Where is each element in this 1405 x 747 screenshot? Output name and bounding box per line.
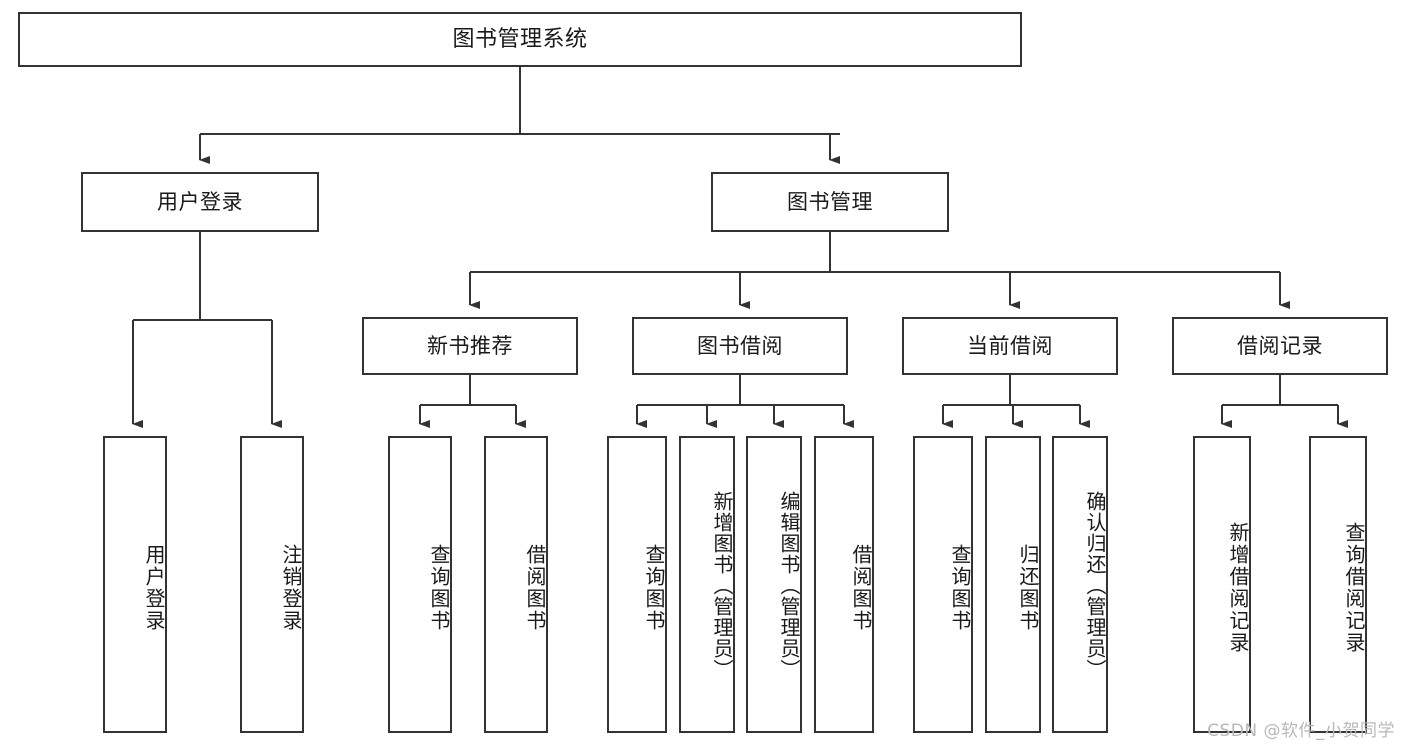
node-book-management[interactable]: 图书管理	[711, 172, 949, 232]
node-leaf-add-book-admin[interactable]: 新增图书（管理员）	[679, 436, 735, 733]
node-user-login[interactable]: 用户登录	[81, 172, 319, 232]
node-leaf-borrow-book[interactable]: 借阅图书	[814, 436, 874, 733]
node-root[interactable]: 图书管理系统	[18, 12, 1022, 67]
node-leaf-query-book-recommend[interactable]: 查询图书	[388, 436, 452, 733]
node-leaf-borrow-book-recommend[interactable]: 借阅图书	[484, 436, 548, 733]
watermark-text: CSDN @软件_小贺同学	[1207, 721, 1395, 741]
node-leaf-query-borrow-record[interactable]: 查询借阅记录	[1309, 436, 1367, 733]
node-leaf-query-book-borrow[interactable]: 查询图书	[607, 436, 667, 733]
node-book-borrow[interactable]: 图书借阅	[632, 317, 848, 375]
node-borrow-record[interactable]: 借阅记录	[1172, 317, 1388, 375]
node-leaf-user-login[interactable]: 用户登录	[103, 436, 167, 733]
node-current-borrow[interactable]: 当前借阅	[902, 317, 1118, 375]
node-new-book-recommend[interactable]: 新书推荐	[362, 317, 578, 375]
node-leaf-edit-book-admin[interactable]: 编辑图书（管理员）	[746, 436, 802, 733]
node-leaf-return-book[interactable]: 归还图书	[985, 436, 1041, 733]
node-leaf-logout[interactable]: 注销登录	[240, 436, 304, 733]
node-leaf-add-borrow-record[interactable]: 新增借阅记录	[1193, 436, 1251, 733]
node-leaf-query-book-current[interactable]: 查询图书	[913, 436, 973, 733]
node-leaf-confirm-return-admin[interactable]: 确认归还（管理员）	[1052, 436, 1108, 733]
